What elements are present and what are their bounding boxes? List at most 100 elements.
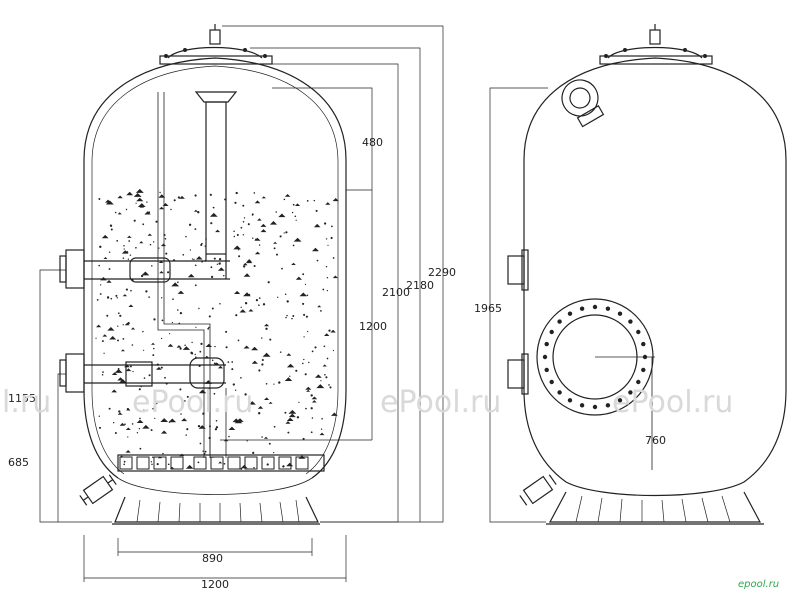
media-grain bbox=[286, 314, 288, 317]
media-grain bbox=[160, 243, 167, 247]
media-grain bbox=[195, 356, 197, 358]
upper-pipe-coupling bbox=[129, 257, 171, 283]
manway-bolt bbox=[636, 329, 641, 335]
media-grain bbox=[228, 435, 230, 438]
media-grain bbox=[152, 456, 154, 458]
media-grain bbox=[213, 392, 216, 395]
media-grain bbox=[261, 337, 263, 339]
media-grain bbox=[307, 330, 309, 333]
media-grain bbox=[240, 226, 243, 229]
media-grain bbox=[269, 338, 272, 341]
media-grain bbox=[215, 229, 221, 233]
media-grain bbox=[211, 359, 214, 361]
media-grain bbox=[323, 222, 327, 225]
media-grain bbox=[232, 383, 235, 386]
media-grain bbox=[257, 406, 264, 409]
media-grain bbox=[96, 324, 102, 328]
media-grain bbox=[125, 208, 128, 211]
media-grain bbox=[325, 376, 328, 379]
media-grain bbox=[332, 257, 335, 259]
media-grain bbox=[286, 363, 295, 368]
media-grain bbox=[217, 267, 225, 271]
media-grain bbox=[210, 275, 214, 279]
media-grain bbox=[161, 297, 163, 299]
manway-bolt bbox=[592, 304, 598, 310]
dim-2100-label: 2100 bbox=[382, 286, 410, 299]
media-grain bbox=[159, 271, 164, 274]
media-grain bbox=[212, 206, 215, 209]
right-top-valve bbox=[649, 29, 661, 45]
media-grain bbox=[223, 274, 225, 277]
media-grain bbox=[198, 364, 201, 368]
media-grain bbox=[304, 373, 307, 376]
media-grain bbox=[185, 434, 187, 436]
media-grain bbox=[240, 464, 248, 469]
media-grain bbox=[305, 386, 312, 390]
media-grain bbox=[275, 211, 277, 213]
media-grain bbox=[209, 425, 211, 428]
media-grain bbox=[273, 241, 278, 244]
watermark-4: ePool.ru bbox=[612, 385, 733, 420]
media-grain bbox=[254, 251, 261, 255]
media-grain bbox=[213, 362, 220, 366]
media-grain bbox=[299, 292, 308, 297]
manway-bolt bbox=[544, 367, 549, 373]
media-grain bbox=[213, 362, 216, 365]
media-grain bbox=[202, 412, 205, 415]
media-grain bbox=[136, 419, 144, 423]
media-grain bbox=[311, 400, 317, 403]
media-grain bbox=[111, 389, 118, 393]
media-grain bbox=[151, 265, 153, 267]
media-grain bbox=[101, 340, 104, 343]
lower-nozzle-face bbox=[59, 359, 67, 387]
media-grain bbox=[117, 195, 123, 199]
media-grain bbox=[187, 273, 195, 278]
media-grain bbox=[305, 407, 307, 410]
media-grain bbox=[167, 343, 174, 347]
media-grain bbox=[160, 366, 163, 369]
media-grain bbox=[143, 409, 145, 412]
media-grain bbox=[125, 368, 132, 372]
media-grain bbox=[321, 418, 323, 420]
drain-valve bbox=[79, 474, 117, 506]
media-grain bbox=[159, 206, 165, 210]
media-grain bbox=[296, 416, 300, 419]
upper-nozzle-flange bbox=[65, 249, 85, 289]
manway-bolt bbox=[579, 306, 585, 311]
media-grain bbox=[107, 327, 115, 331]
media-grain bbox=[137, 203, 146, 207]
media-grain bbox=[225, 346, 228, 349]
lower-internal-pipe bbox=[84, 364, 226, 384]
media-grain bbox=[320, 380, 322, 382]
media-grain bbox=[242, 234, 245, 236]
media-grain bbox=[194, 353, 196, 356]
media-grain bbox=[332, 198, 339, 202]
media-grain bbox=[262, 303, 266, 306]
media-grain bbox=[242, 204, 245, 207]
media-grain bbox=[114, 432, 117, 434]
manway-bolt bbox=[641, 367, 646, 373]
media-grain bbox=[194, 228, 197, 231]
media-grain bbox=[122, 338, 125, 340]
media-grain bbox=[310, 431, 313, 434]
media-grain bbox=[179, 347, 182, 350]
media-grain bbox=[133, 219, 136, 222]
media-grain bbox=[125, 288, 128, 291]
media-grain bbox=[284, 377, 293, 381]
left-tank-inner-wall bbox=[91, 65, 339, 475]
media-grain bbox=[284, 194, 291, 197]
media-grain bbox=[261, 363, 264, 366]
media-grain bbox=[208, 326, 210, 329]
media-grain bbox=[142, 349, 145, 351]
media-grain bbox=[331, 225, 333, 228]
dim-1200-label: 1200 bbox=[359, 320, 387, 333]
media-grain bbox=[215, 426, 219, 429]
manway-bolt bbox=[544, 341, 549, 347]
media-grain bbox=[243, 292, 251, 297]
media-grain bbox=[260, 223, 267, 227]
right-upper-nozzle-flange bbox=[521, 249, 529, 291]
media-grain bbox=[122, 294, 128, 297]
lower-riser bbox=[209, 388, 227, 458]
media-grain bbox=[286, 417, 294, 421]
